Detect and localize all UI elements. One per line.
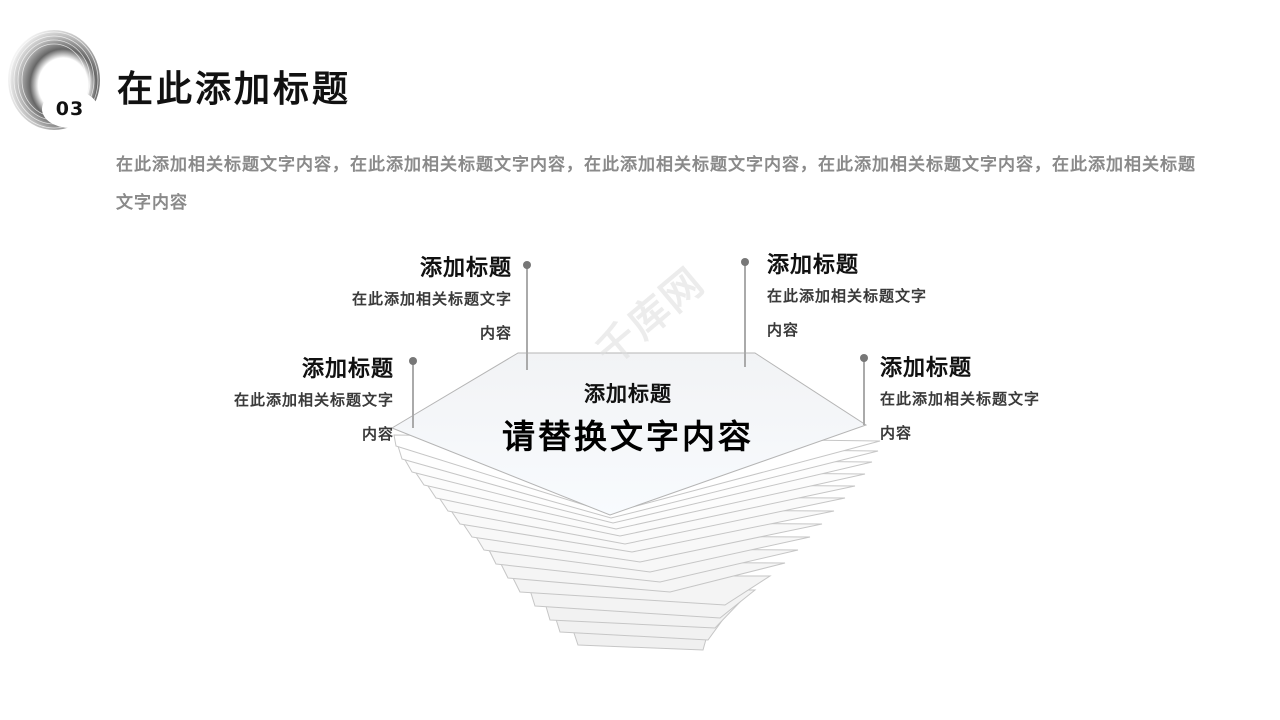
center-subtitle: 请替换文字内容 (502, 417, 754, 456)
callout-desc-line2: 内容 (767, 321, 800, 339)
callout-top-right: 添加标题 在此添加相关标题文字 内容 (767, 247, 987, 347)
connector-lines (412, 262, 865, 428)
callout-mid-left: 添加标题 在此添加相关标题文字 内容 (180, 351, 394, 451)
callout-desc-line2: 内容 (479, 324, 512, 342)
section-badge: 03 (6, 28, 106, 132)
page-subtitle: 在此添加相关标题文字内容，在此添加相关标题文字内容，在此添加相关标题文字内容，在… (116, 155, 1196, 213)
section-number: 03 (42, 90, 98, 128)
page-title: 在此添加标题 (117, 69, 352, 110)
callout-desc-line2: 内容 (880, 424, 913, 442)
connector-dots (409, 258, 868, 365)
callout-title: 添加标题 (301, 357, 394, 382)
callout-top-left: 添加标题 在此添加相关标题文字 内容 (300, 250, 512, 350)
callout-desc-line1: 在此添加相关标题文字 (233, 391, 394, 409)
callout-desc-line2: 内容 (361, 425, 394, 443)
callout-desc-line1: 在此添加相关标题文字 (351, 290, 512, 308)
callout-title: 添加标题 (767, 253, 860, 278)
callout-desc-line1: 在此添加相关标题文字 (767, 287, 928, 305)
callout-mid-right: 添加标题 在此添加相关标题文字 内容 (880, 350, 1100, 450)
callout-title: 添加标题 (419, 256, 512, 281)
callout-title: 添加标题 (880, 356, 973, 381)
center-title: 添加标题 (584, 382, 672, 406)
callout-desc-line1: 在此添加相关标题文字 (880, 390, 1041, 408)
